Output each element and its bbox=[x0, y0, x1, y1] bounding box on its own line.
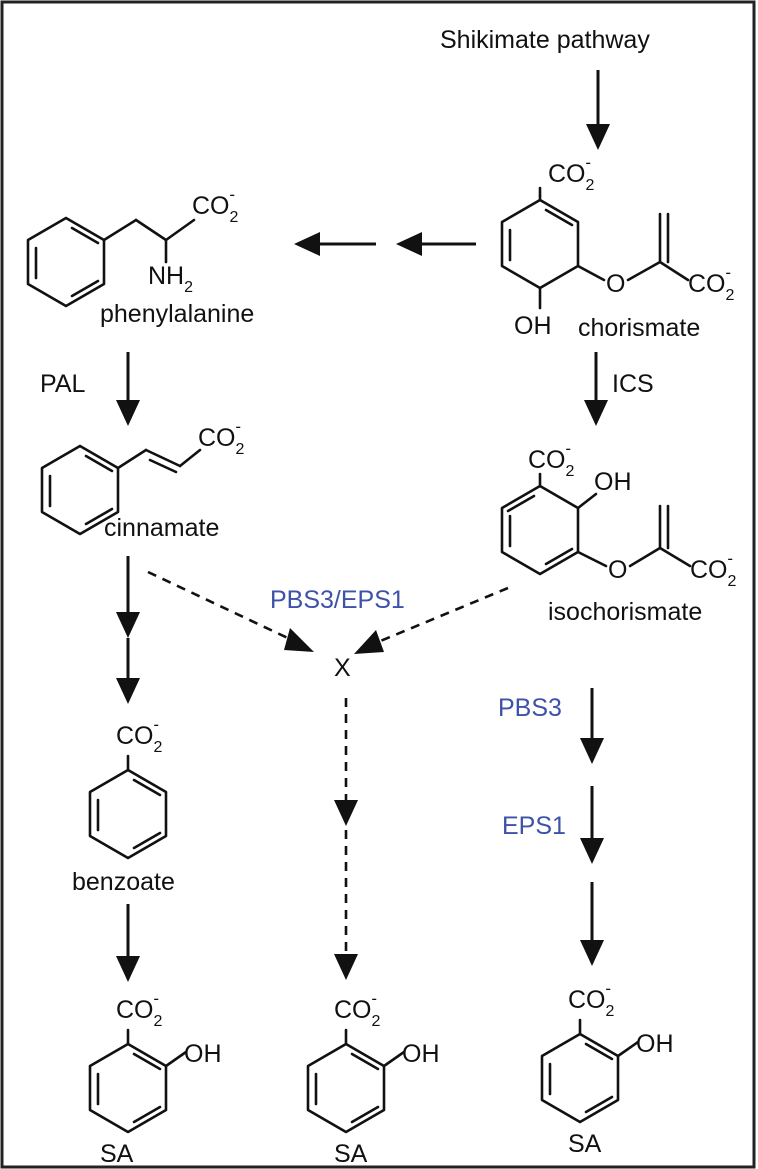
isochorismate-ether-o: O bbox=[608, 556, 627, 584]
sa-mid-oh-group: OH bbox=[402, 1040, 440, 1068]
isochorismate-structure: CO2- OH O CO2- bbox=[500, 439, 737, 590]
sa-right-co2-group: CO2- bbox=[568, 979, 615, 1020]
sa-mid-label: SA bbox=[334, 1140, 368, 1168]
enzyme-pbs3-eps1-label: PBS3/EPS1 bbox=[270, 586, 405, 614]
chorismate-co2-group: CO2- bbox=[548, 153, 595, 194]
isochorismate-co2-group: CO2- bbox=[528, 439, 575, 480]
dashed-arrow-cinnamate-to-x bbox=[147, 570, 314, 652]
chorismate-side-co2: CO2- bbox=[688, 263, 735, 304]
cinnamate-label: cinnamate bbox=[104, 514, 219, 542]
sa-mid-structure: CO2- OH bbox=[306, 989, 440, 1134]
dashed-arrow-isochorismate-to-x bbox=[354, 586, 509, 654]
sa-right-oh-group: OH bbox=[636, 1030, 674, 1058]
isochorismate-side-co2: CO2- bbox=[690, 549, 737, 590]
arrow-cinnamate-to-benzoate-2 bbox=[116, 638, 140, 704]
arrow-to-sa-right bbox=[580, 882, 604, 966]
arrow-ics bbox=[584, 352, 608, 426]
chorismate-oh-group: OH bbox=[514, 312, 552, 340]
sa-left-structure: CO2- OH bbox=[88, 989, 222, 1134]
arrows-chorismate-to-phenylalanine bbox=[294, 232, 476, 256]
arrow-pal bbox=[116, 352, 140, 426]
sa-mid-co2-group: CO2- bbox=[334, 989, 381, 1030]
cinnamate-co2-group: CO2- bbox=[198, 417, 245, 458]
dashed-arrow-x-to-sa-2 bbox=[334, 830, 358, 980]
enzyme-eps1-label: EPS1 bbox=[502, 812, 566, 840]
sa-left-oh-group: OH bbox=[184, 1040, 222, 1068]
sa-left-label: SA bbox=[100, 1140, 134, 1168]
phenylalanine-structure: CO2- NH2 bbox=[26, 185, 239, 308]
isochorismate-oh-group: OH bbox=[594, 468, 632, 496]
enzyme-ics-label: ICS bbox=[612, 370, 654, 398]
sa-right-label: SA bbox=[568, 1130, 602, 1158]
chorismate-label: chorismate bbox=[578, 314, 700, 342]
enzyme-pbs3-label: PBS3 bbox=[498, 694, 562, 722]
sa-right-structure: CO2- OH bbox=[540, 979, 674, 1124]
arrow-pbs3 bbox=[580, 688, 604, 764]
phenylalanine-label: phenylalanine bbox=[100, 300, 254, 328]
sa-left-co2-group: CO2- bbox=[116, 989, 163, 1030]
cinnamate-structure: CO2- bbox=[40, 417, 245, 536]
benzoate-label: benzoate bbox=[72, 868, 175, 896]
arrow-cinnamate-to-benzoate-1 bbox=[116, 556, 140, 638]
benzoate-structure: CO2- bbox=[88, 715, 168, 860]
chorismate-ether-o: O bbox=[606, 270, 625, 298]
intermediate-x-label: X bbox=[334, 654, 351, 682]
phenylalanine-nh2-group: NH2 bbox=[148, 262, 193, 296]
phenylalanine-co2-group: CO2- bbox=[192, 185, 239, 226]
benzoate-co2-group: CO2- bbox=[116, 715, 163, 756]
chorismate-structure: CO2- OH O CO2- bbox=[500, 153, 735, 340]
shikimate-pathway-label: Shikimate pathway bbox=[440, 26, 650, 54]
enzyme-pal-label: PAL bbox=[40, 370, 85, 398]
arrow-benzoate-to-sa bbox=[116, 904, 140, 982]
arrow-eps1 bbox=[580, 786, 604, 864]
dashed-arrow-x-to-sa-1 bbox=[334, 698, 358, 826]
isochorismate-label: isochorismate bbox=[548, 598, 702, 626]
arrow-shikimate-to-chorismate bbox=[586, 70, 610, 150]
